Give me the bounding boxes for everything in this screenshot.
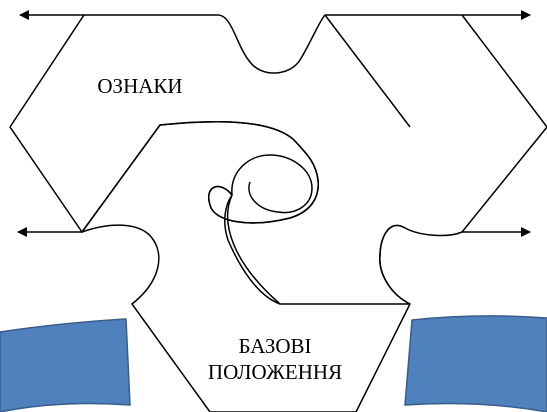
center-spiral-inner bbox=[231, 154, 313, 214]
left-blue-band bbox=[0, 318, 131, 412]
center-link-curve bbox=[226, 194, 281, 305]
signs-label: ОЗНАКИ bbox=[97, 74, 183, 98]
inner-diagonal-left bbox=[81, 124, 161, 233]
signs-piece-outline bbox=[9, 14, 547, 305]
basic-positions-line2: ПОЛОЖЕННЯ bbox=[207, 360, 343, 384]
inner-diagonal-right-bottom bbox=[318, 127, 410, 180]
right-blue-band bbox=[404, 315, 547, 412]
basic-positions-line1: БАЗОВІ bbox=[238, 334, 312, 358]
center-spiral-outer bbox=[159, 121, 319, 224]
basic-piece-outline bbox=[81, 224, 412, 412]
basic-positions-label: БАЗОВІ ПОЛОЖЕННЯ bbox=[180, 333, 370, 385]
inner-diagonal-right-top bbox=[324, 14, 411, 128]
